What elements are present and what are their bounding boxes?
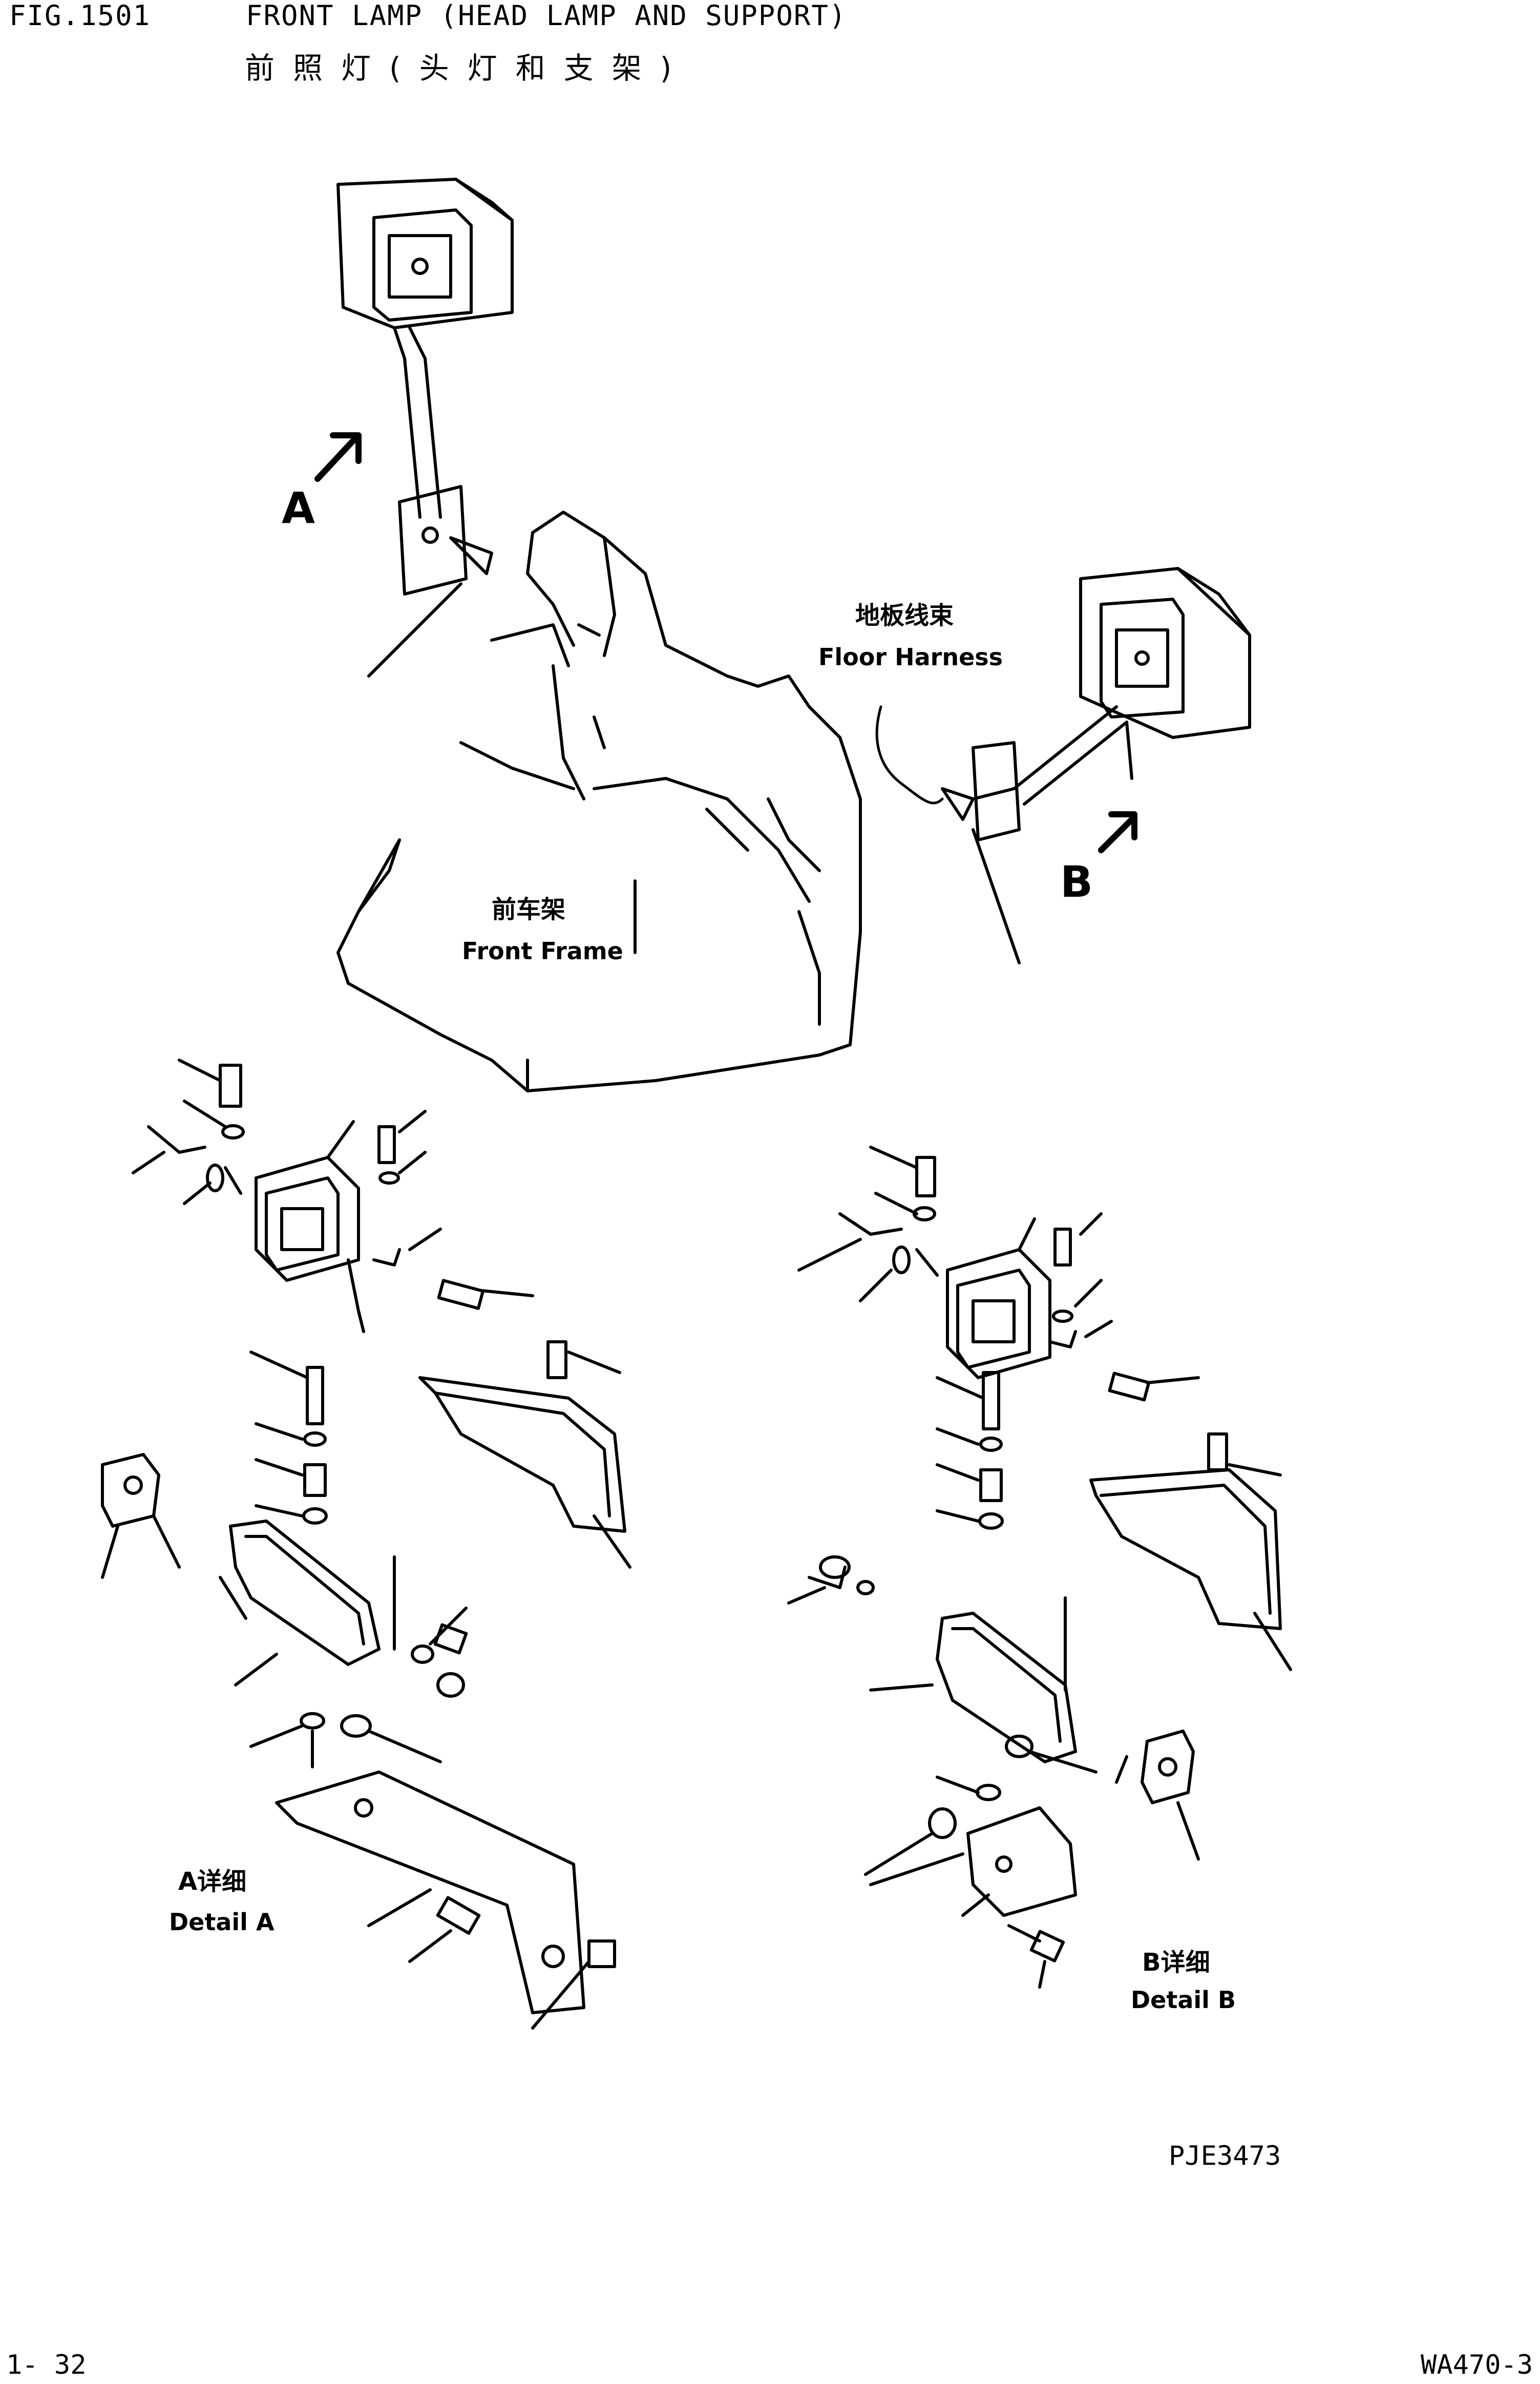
figure-number: FIG.1501 xyxy=(9,0,151,32)
floor-harness-label-cn: 地板线束 xyxy=(855,601,954,630)
view-b-label: B xyxy=(1060,857,1093,907)
view-a-label: A xyxy=(282,483,315,533)
detail-a-assembly xyxy=(102,1060,630,2028)
headlamp-a xyxy=(338,179,512,517)
front-frame-label-en: Front Frame xyxy=(462,937,623,965)
detail-b-assembly xyxy=(789,1147,1291,1987)
figure-title-cn: 前照灯(头灯和支架) xyxy=(245,51,690,86)
front-frame-label-cn: 前车架 xyxy=(492,895,566,924)
front-frame xyxy=(338,512,860,1091)
figure-title-en: FRONT LAMP (HEAD LAMP AND SUPPORT) xyxy=(246,0,847,32)
detail-b-label-cn: B详细 xyxy=(1142,1948,1210,1977)
detail-a-label-cn: A详细 xyxy=(178,1867,247,1896)
detail-a-label-en: Detail A xyxy=(169,1908,275,1936)
floor-harness-label-en: Floor Harness xyxy=(818,643,1003,671)
page-number: 1- 32 xyxy=(6,2350,87,2380)
model-number: WA470-3 xyxy=(1421,2350,1533,2380)
detail-b-label-en: Detail B xyxy=(1131,1986,1236,2014)
drawing-code: PJE3473 xyxy=(1169,2141,1281,2171)
headlamp-b xyxy=(942,568,1250,963)
